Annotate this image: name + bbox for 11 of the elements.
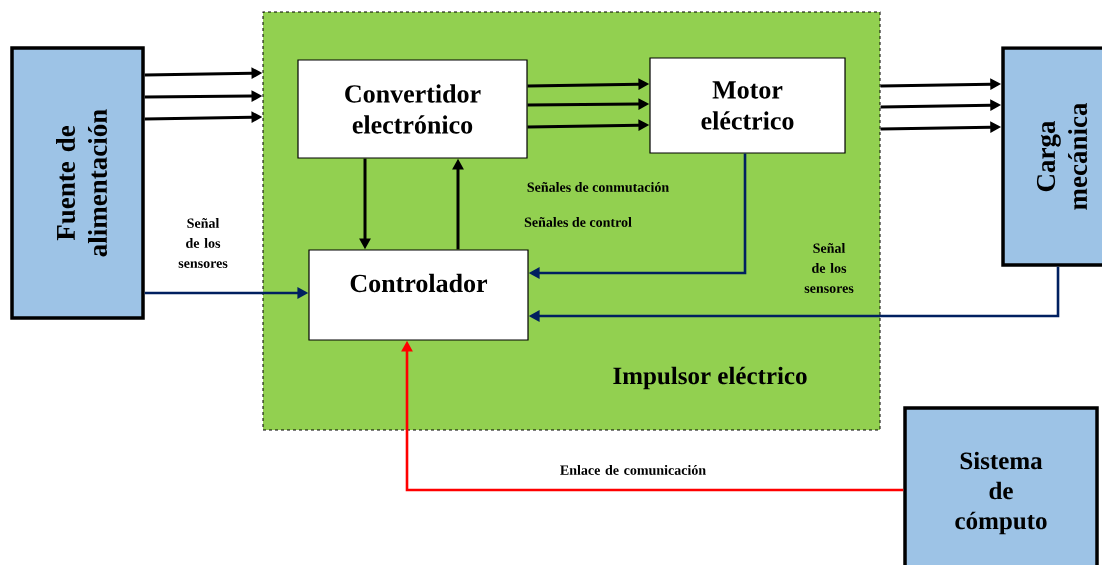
block-box: Motor eléctrico (649, 57, 846, 154)
edge-label: Señal de los sensores (804, 243, 854, 293)
block-box: Sistema de cómputo (903, 406, 1099, 565)
signal-label: Señales de control (524, 217, 632, 227)
block-box: Convertidor electrónico (297, 59, 528, 159)
block-box: Fuente de alimentación (10, 46, 145, 320)
edge-label: Señal de los sensores (178, 218, 228, 268)
block-box: Controlador (308, 249, 529, 341)
block-box: Carga mecánica (1001, 46, 1102, 267)
edge-label: Enlace de comunicación (560, 465, 706, 475)
signal-label: Señales de conmutación (527, 182, 669, 192)
